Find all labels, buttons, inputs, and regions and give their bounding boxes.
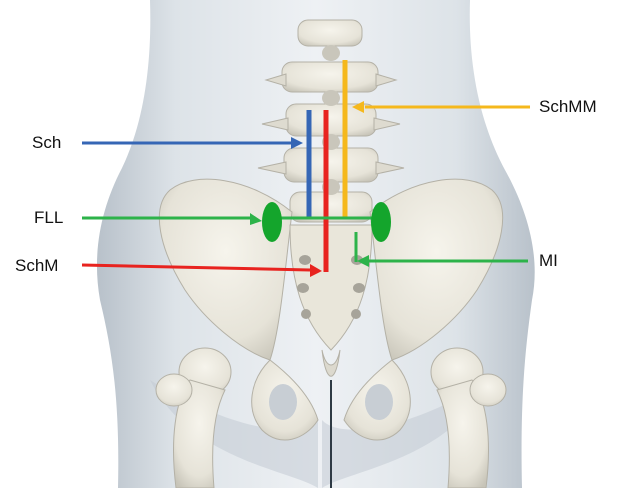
label-sch: Sch (32, 133, 61, 153)
left-iliac-marker (262, 202, 282, 242)
label-fll: FLL (34, 208, 63, 228)
label-schm: SchM (15, 256, 58, 276)
label-schmm: SchMM (539, 97, 597, 117)
label-mi: MI (539, 251, 558, 271)
right-iliac-marker (371, 202, 391, 242)
